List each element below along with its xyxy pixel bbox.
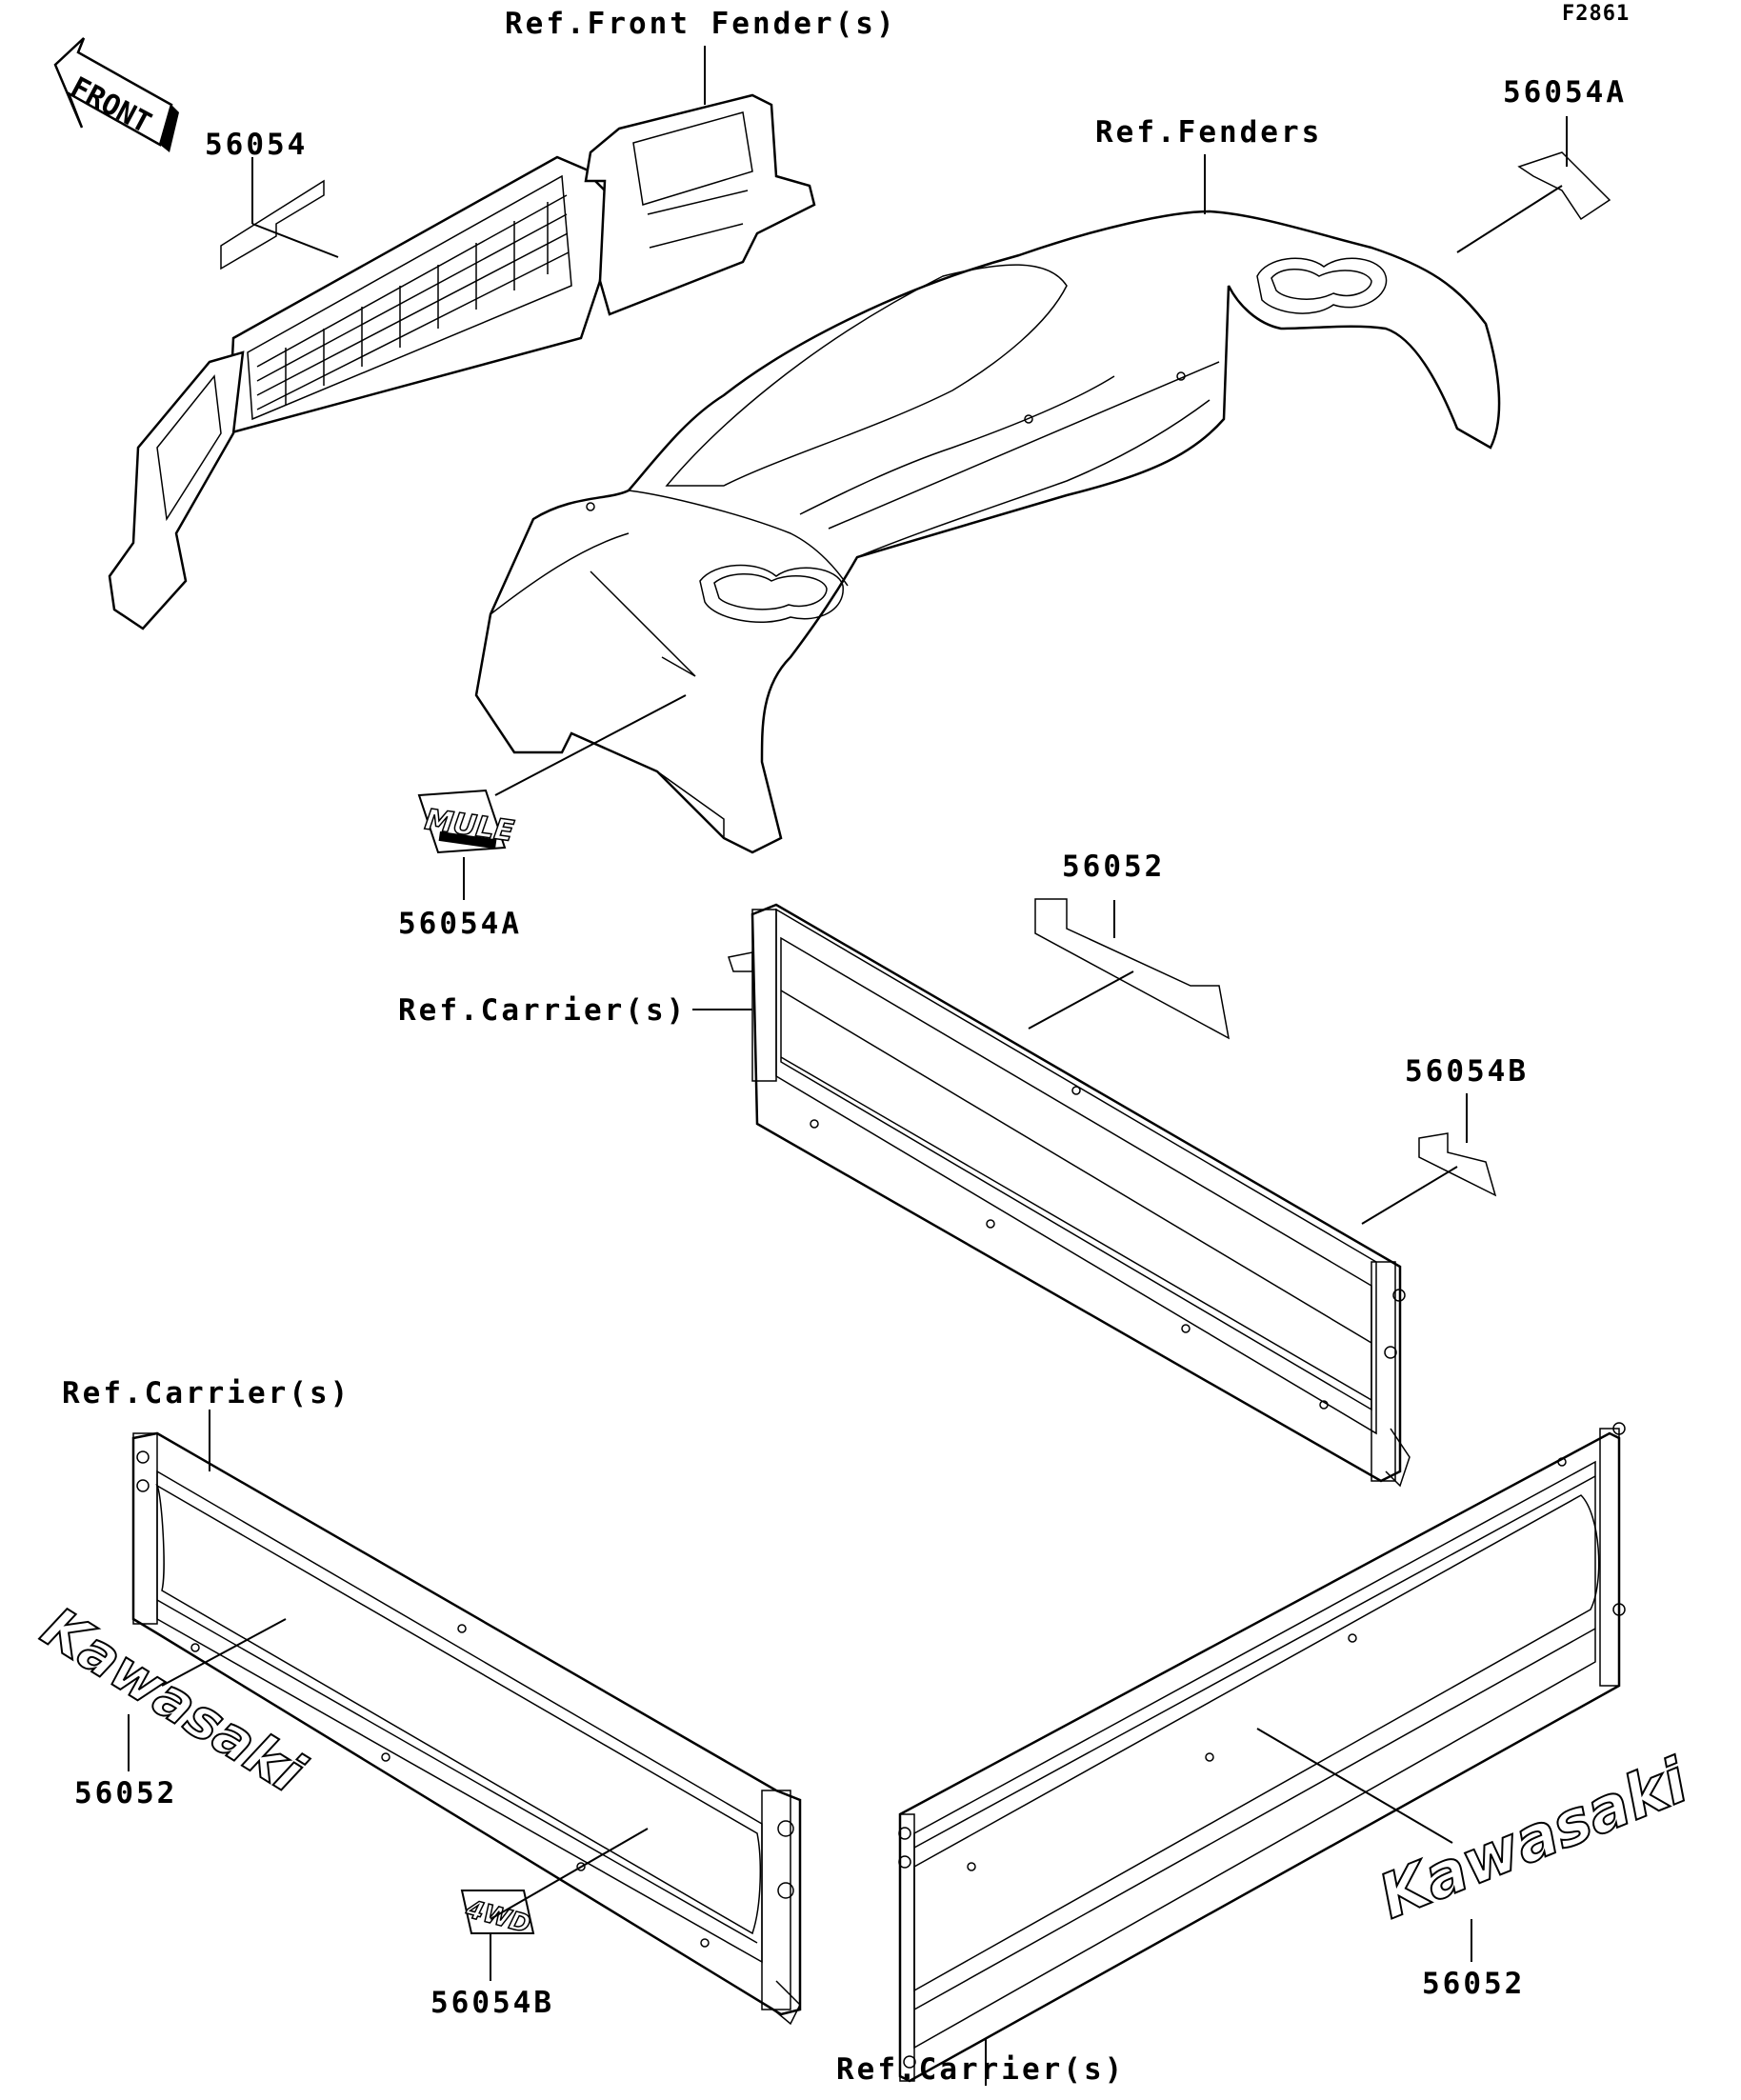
decal-56052-mid (1034, 898, 1231, 1040)
decal-4wd-logo: 4WD (460, 1890, 535, 1940)
carrier-front-panel (728, 903, 1411, 1488)
front-arrow-icon: FRONT (53, 37, 179, 152)
label-part-56054-top: 56054 (205, 128, 309, 162)
label-part-56052-left: 56052 (74, 1776, 178, 1810)
decal-56054B-mid (1418, 1132, 1497, 1197)
decal-56054A-top (1517, 151, 1611, 221)
label-part-56052-right: 56052 (1422, 1967, 1526, 2001)
decal-56054 (220, 179, 325, 270)
decal-mule-logo: MULE (417, 789, 517, 854)
carrier-left-panel (131, 1431, 802, 2026)
rear-fenders (474, 210, 1501, 854)
carrier-right-panel (898, 1422, 1626, 2083)
label-part-56052-mid: 56052 (1062, 850, 1166, 884)
label-ref-carrier-bottom: Ref.Carrier(s) (836, 2052, 1126, 2087)
label-ref-front-fender: Ref.Front Fender(s) (505, 7, 897, 41)
label-ref-carrier-mid: Ref.Carrier(s) (398, 993, 688, 1028)
label-ref-carrier-left: Ref.Carrier(s) (62, 1376, 351, 1410)
label-part-56054A-mid: 56054A (398, 907, 522, 941)
label-part-56054B-bottom: 56054B (430, 1986, 554, 2020)
label-ref-fenders: Ref.Fenders (1095, 115, 1323, 150)
figure-code: F2861 (1562, 2, 1631, 26)
leader-lines (128, 46, 1568, 2086)
front-fender-grille (108, 93, 816, 630)
label-part-56054A-top: 56054A (1503, 75, 1627, 110)
label-part-56054B-mid: 56054B (1405, 1054, 1529, 1089)
